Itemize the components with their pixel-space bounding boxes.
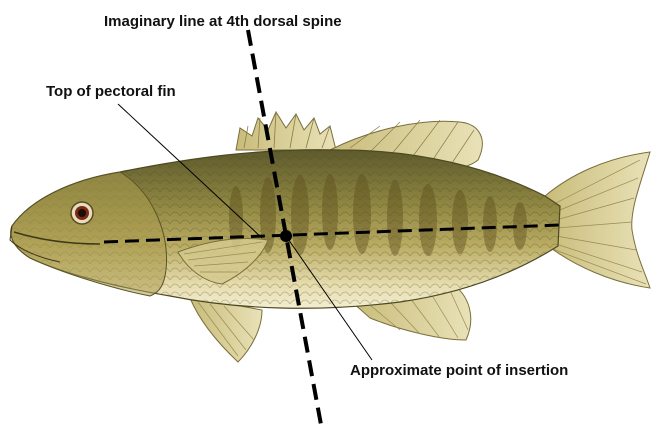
spine-line-label: Imaginary line at 4th dorsal spine <box>104 14 342 29</box>
insertion-point-label: Approximate point of insertion <box>350 363 568 378</box>
pectoral-fin-label: Top of pectoral fin <box>46 84 176 99</box>
fish-eye <box>71 202 93 224</box>
insertion-point-marker <box>280 230 292 242</box>
dorsal-fin-spiny <box>236 112 336 150</box>
tail-fin <box>545 152 650 288</box>
pelvic-fin <box>190 298 262 362</box>
